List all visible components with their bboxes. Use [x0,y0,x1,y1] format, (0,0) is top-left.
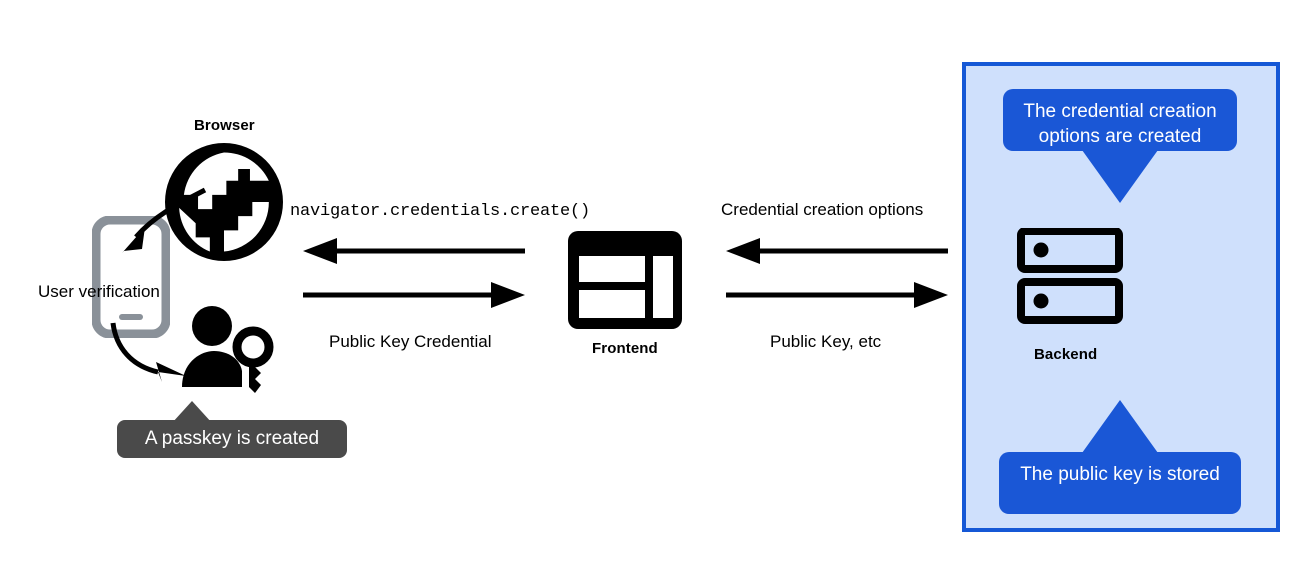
callout-credential-creation-options: The credential creation options are crea… [1003,89,1237,151]
flow-label-public-key-credential: Public Key Credential [329,332,492,351]
user-verification-label: User verification [38,282,160,301]
flow-label-public-key-etc: Public Key, etc [770,332,882,351]
arrow-frontend-to-backend [726,282,948,308]
arrow-browser-to-phone [100,185,210,270]
callout-public-key-stored: The public key is stored [999,452,1241,514]
callout-bottom-pointer [1082,400,1158,453]
passkey-tooltip-text: A passkey is created [144,428,320,449]
arrow-backend-to-frontend [726,238,948,264]
flow-label-navigator-credentials-create: navigator.credentials.create() [290,202,591,221]
callout-top-pointer [1082,150,1158,203]
server-rack-icon [1017,227,1123,324]
passkey-tooltip: A passkey is created [117,420,347,458]
callout-top-text: The credential creation options are crea… [1023,101,1217,148]
browser-label: Browser [194,117,255,134]
frontend-label: Frontend [592,340,658,357]
passkey-tooltip-pointer [172,401,212,423]
arrow-frontend-to-browser [303,238,525,264]
flow-label-credential-creation-options: Credential creation options [721,200,924,219]
callout-bottom-text: The public key is stored [1020,464,1220,485]
person-with-key-icon [180,305,276,393]
web-layout-icon [568,231,682,329]
globe-icon [165,143,283,261]
arrow-browser-to-frontend [303,282,525,308]
backend-label: Backend [1034,346,1098,363]
arrow-phone-to-user [108,320,198,390]
smartphone-icon [91,215,171,339]
